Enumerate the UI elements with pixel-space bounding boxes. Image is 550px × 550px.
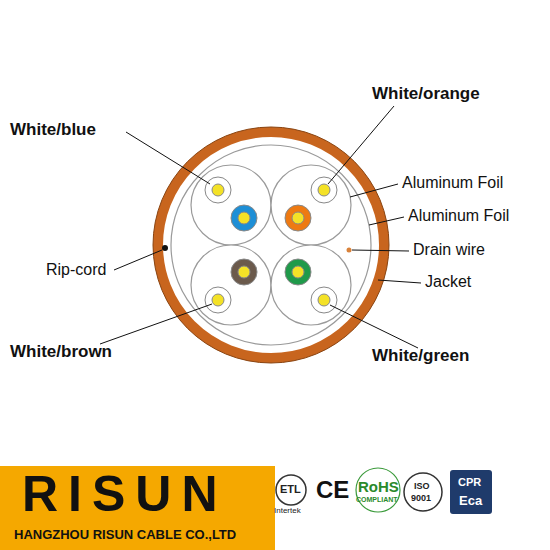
jacket [158, 132, 384, 358]
drain-wire [347, 248, 352, 253]
cert-text: ISO [414, 481, 430, 491]
pair-foils [191, 165, 351, 325]
cert-text: CPR [458, 476, 481, 489]
part-label: Rip-cord [46, 261, 106, 279]
cert-text: COMPLIANT [356, 496, 398, 504]
brand-logo: RISUN [22, 466, 228, 524]
cert-text: 9001 [411, 493, 431, 503]
iso-mark [404, 473, 442, 511]
etl-mark [276, 475, 306, 505]
jacket-edge [153, 127, 389, 363]
rohs-mark [356, 468, 400, 512]
part-label: Drain wire [413, 241, 485, 259]
overall-foil [171, 145, 371, 345]
part-label: Aluminum Foil [408, 207, 509, 225]
part-label: Aluminum Foil [402, 174, 503, 192]
conductors [205, 177, 337, 313]
cpr-mark [450, 470, 492, 514]
rip-cord [162, 245, 168, 251]
company-name: HANGZHOU RISUN CABLE CO.,LTD [14, 528, 236, 543]
logo-band [0, 466, 275, 550]
cert-text: CE [316, 476, 349, 504]
pair-label: White/brown [10, 342, 112, 362]
pair-label: White/green [372, 346, 469, 366]
cert-text: Intertek [274, 506, 301, 515]
cert-text: RoHS [358, 478, 399, 495]
pair-label: White/orange [372, 84, 480, 104]
part-label: Jacket [425, 273, 471, 291]
pair-label: White/blue [10, 120, 96, 140]
leader-lines [100, 106, 421, 348]
cert-text: ETL [280, 483, 301, 496]
cert-text: Eca [459, 494, 482, 509]
